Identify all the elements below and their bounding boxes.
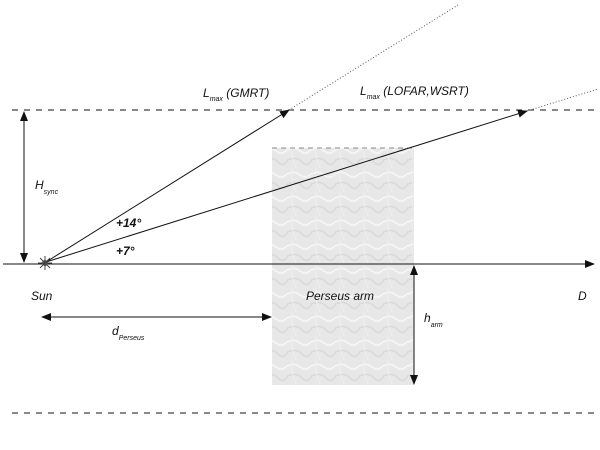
- h-sync-label: Hsync: [35, 178, 59, 196]
- angle-7-label: +7°: [116, 244, 135, 258]
- perseus-arm-region: [272, 148, 414, 385]
- ray-7-deg-extension: [526, 88, 599, 112]
- h-arm-label: harm: [424, 311, 443, 329]
- angle-14-label: +14°: [116, 216, 141, 230]
- ray-14-deg: [45, 109, 290, 263]
- l-max-gmrt-label: Lmax (GMRT): [203, 86, 269, 103]
- d-axis-label: D: [578, 289, 587, 303]
- sun-label: Sun: [31, 289, 53, 303]
- d-perseus-label: dPerseus: [112, 324, 145, 342]
- ray-7-deg: [45, 109, 528, 263]
- ray-14-deg-extension: [288, 4, 459, 111]
- perseus-arm-label: Perseus arm: [306, 289, 374, 303]
- l-max-lofar-label: Lmax (LOFAR,WSRT): [360, 84, 469, 101]
- sun-icon: [38, 256, 52, 270]
